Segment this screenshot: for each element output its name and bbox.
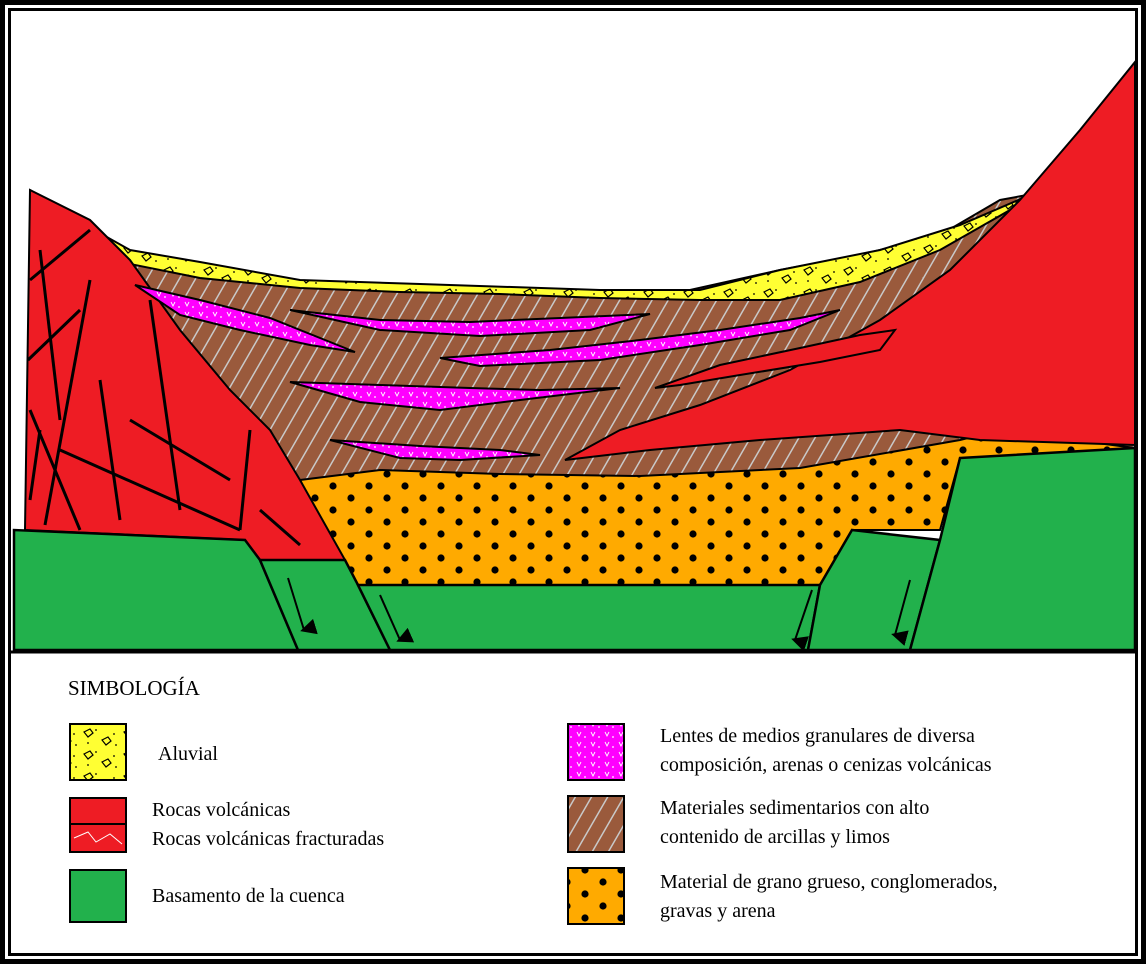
legend-label-volcanic-fractured: Rocas volcánicas fracturadas bbox=[152, 825, 384, 853]
swatch-volcanic-fractured bbox=[70, 824, 126, 852]
swatch-volcanic bbox=[70, 798, 126, 824]
swatch-basement bbox=[70, 870, 126, 922]
swatch-aluvial bbox=[70, 724, 126, 780]
swatch-lenses bbox=[568, 724, 624, 780]
swatch-coarse bbox=[568, 868, 624, 924]
legend-label-lenses-1: Lentes de medios granulares de diversa bbox=[660, 722, 975, 750]
legend-label-sediments-2: contenido de arcillas y limos bbox=[660, 823, 890, 851]
legend-label-lenses-2: composición, arenas o cenizas volcánicas bbox=[660, 751, 992, 779]
swatch-sediments bbox=[568, 796, 624, 852]
legend-label-sediments-1: Materiales sedimentarios con alto bbox=[660, 794, 929, 822]
legend-label-basement: Basamento de la cuenca bbox=[152, 882, 345, 910]
legend-label-aluvial: Aluvial bbox=[158, 740, 218, 768]
legend-label-volcanic: Rocas volcánicas bbox=[152, 796, 290, 824]
legend-title: SIMBOLOGÍA bbox=[68, 676, 200, 701]
legend-label-coarse-1: Material de grano grueso, conglomerados, bbox=[660, 868, 998, 896]
legend-label-coarse-2: gravas y arena bbox=[660, 897, 776, 925]
